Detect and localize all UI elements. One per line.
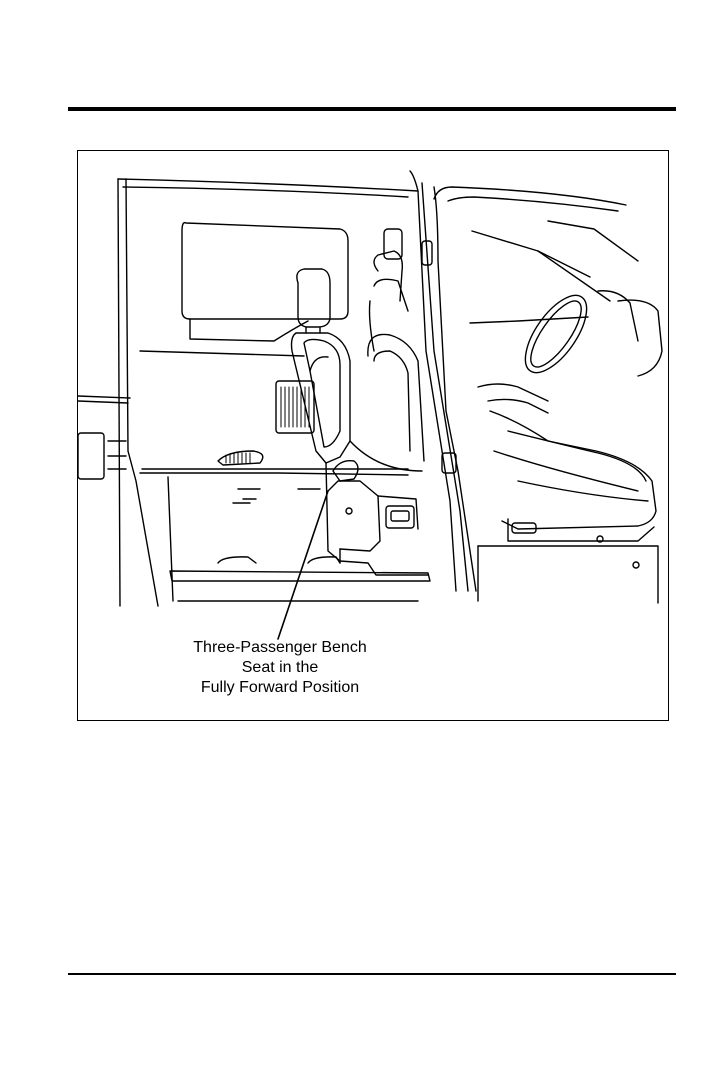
callout-line-1: Three-Passenger Bench	[150, 638, 410, 658]
van-interior-illustration	[78, 151, 669, 721]
callout-line-2: Seat in the	[150, 658, 410, 678]
figure-frame	[77, 150, 669, 721]
figure-callout: Three-Passenger Bench Seat in the Fully …	[150, 638, 410, 698]
callout-line-3: Fully Forward Position	[150, 678, 410, 698]
footer-rule	[68, 973, 676, 975]
header-rule	[68, 107, 676, 111]
